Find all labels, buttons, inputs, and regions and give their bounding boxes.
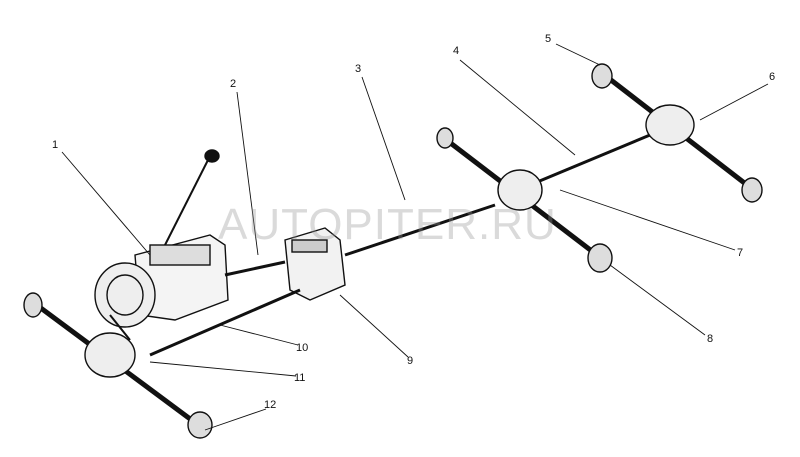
leader-lines [61,43,769,431]
callout-10: 10 [296,342,309,354]
callout-8: 8 [707,333,714,345]
callout-3: 3 [355,63,362,75]
front-axle [23,292,213,439]
callout-12: 12 [264,399,277,411]
callout-1: 1 [52,139,59,151]
rear-axle [591,63,763,203]
watermark: AUTOPITER.RU [218,200,557,249]
callout-5: 5 [545,33,552,45]
callout-6: 6 [769,71,776,83]
callout-11: 11 [294,372,306,384]
propeller-shafts [149,133,651,357]
gearbox [94,234,229,341]
callout-9: 9 [407,355,414,367]
callout-7: 7 [737,247,744,259]
gear-lever [164,149,220,246]
middle-axle [436,127,613,273]
transfer-case [284,227,346,301]
callout-4: 4 [453,45,460,57]
callout-2: 2 [230,78,237,90]
